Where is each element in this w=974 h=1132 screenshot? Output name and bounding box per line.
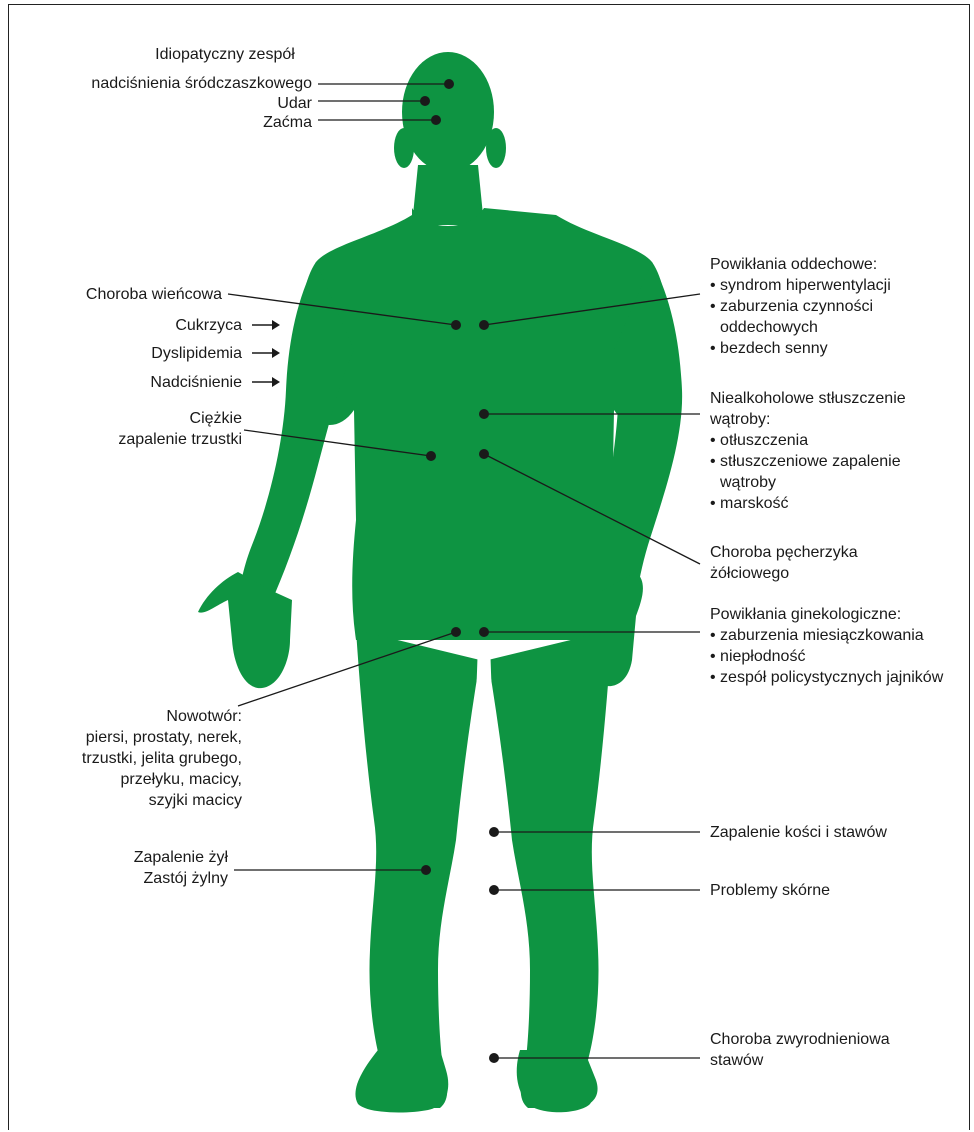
label-cancer: Nowotwór: piersi, prostaty, nerek, trzus… xyxy=(20,706,242,811)
left-ear xyxy=(394,128,414,168)
dot-nafld xyxy=(479,409,489,419)
human-silhouette xyxy=(198,52,682,1108)
arrow-dyslipidemia xyxy=(252,348,280,358)
label-respiratory: Powikłania oddechowe: syndrom hiperwenty… xyxy=(710,254,891,359)
label-gynecological: Powikłania ginekologiczne: zaburzenia mi… xyxy=(710,604,943,688)
arrows xyxy=(252,320,280,387)
dot-coronary xyxy=(451,320,461,330)
label-skin: Problemy skórne xyxy=(710,880,830,901)
label-coronary: Choroba wieńcowa xyxy=(20,284,222,305)
label-stroke: Udar xyxy=(150,93,312,114)
dot-skin xyxy=(489,885,499,895)
label-phlebitis: Zapalenie żył Zastój żylny xyxy=(40,847,228,889)
dot-gallbladder xyxy=(479,449,489,459)
label-osteo: Zapalenie kości i stawów xyxy=(710,822,887,843)
dot-phlebitis xyxy=(421,865,431,875)
right-ear xyxy=(486,128,506,168)
arrow-diabetes xyxy=(252,320,280,330)
left-arm xyxy=(238,262,354,605)
dot-degenerative xyxy=(489,1053,499,1063)
label-dyslipidemia: Dyslipidemia xyxy=(40,343,242,364)
label-idiopathic: Idiopatyczny zespół xyxy=(140,44,310,65)
label-cataract: Zaćma xyxy=(150,112,312,133)
right-leg xyxy=(488,630,612,1108)
dot-respiratory xyxy=(479,320,489,330)
label-gallbladder: Choroba pęcherzyka żółciowego xyxy=(710,542,858,584)
neck xyxy=(412,165,484,225)
dot-gyn xyxy=(479,627,489,637)
dot-osteo xyxy=(489,827,499,837)
dot-pancreatitis xyxy=(426,451,436,461)
label-idiopathic-2: nadciśnienia śródczaszkowego xyxy=(40,73,312,94)
label-diabetes: Cukrzyca xyxy=(40,315,242,336)
left-foot xyxy=(355,1050,448,1112)
label-pancreatitis: Ciężkie zapalenie trzustki xyxy=(40,408,242,450)
label-nafld: Niealkoholowe stłuszczenie wątroby: otłu… xyxy=(710,388,906,514)
feet xyxy=(355,1050,592,1112)
left-hand xyxy=(198,572,292,688)
dot-idiopathic xyxy=(444,79,454,89)
arrow-hypertension xyxy=(252,377,280,387)
left-leg xyxy=(356,630,480,1108)
dot-cancer xyxy=(451,627,461,637)
label-hypertension: Nadciśnienie xyxy=(40,372,242,393)
dot-cataract xyxy=(431,115,441,125)
head xyxy=(402,52,494,172)
label-degenerative: Choroba zwyrodnieniowa stawów xyxy=(710,1029,890,1071)
dot-stroke xyxy=(420,96,430,106)
